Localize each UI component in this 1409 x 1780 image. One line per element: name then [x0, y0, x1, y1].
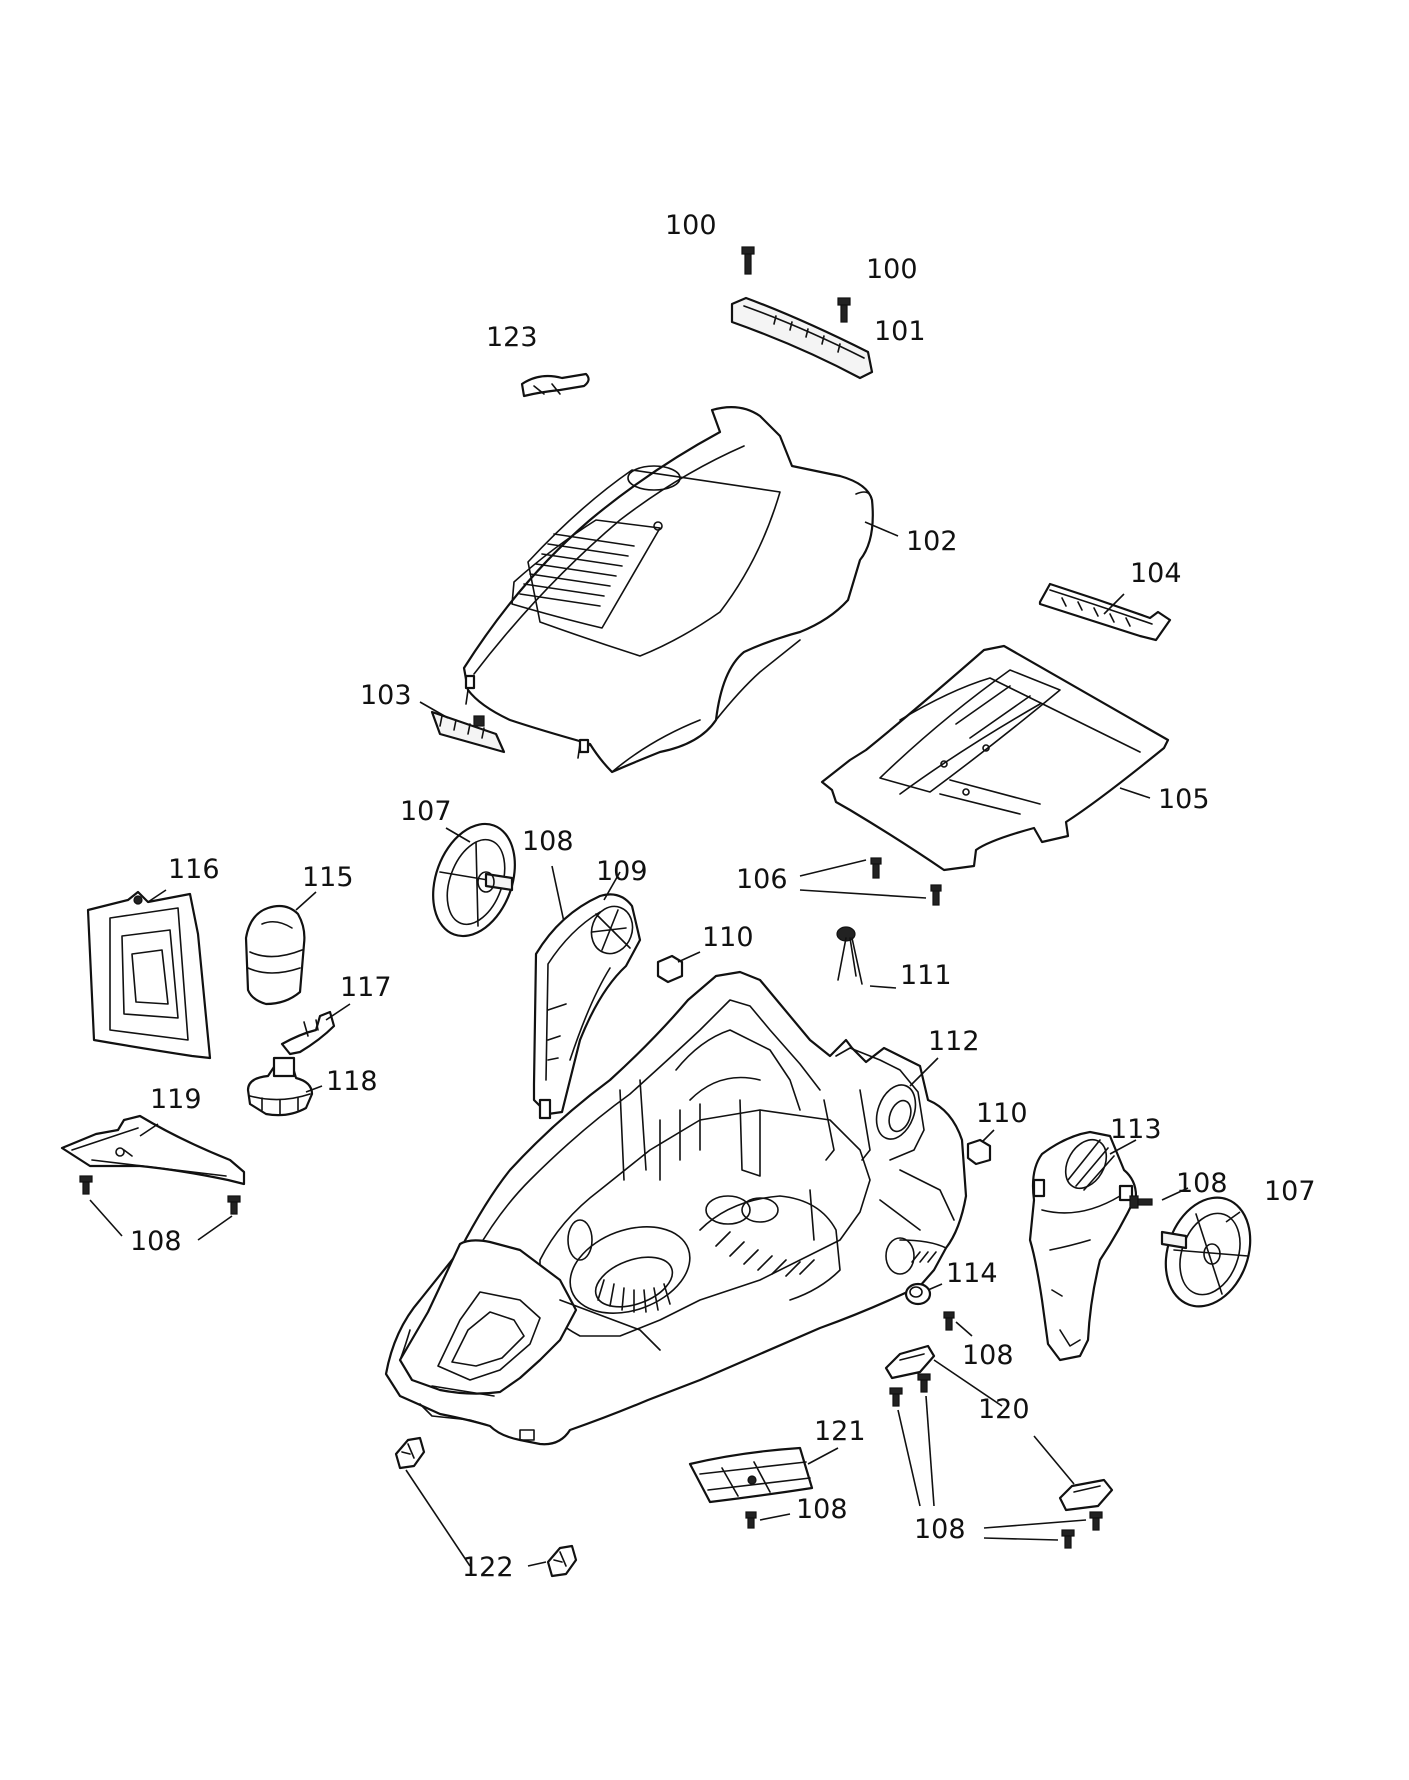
- label-108-center: 108: [796, 1494, 848, 1525]
- label-116: 116: [168, 854, 220, 885]
- part-122-clip-lower: [546, 1544, 578, 1578]
- screw-108-f: [889, 1387, 903, 1407]
- part-109-side-cover-left: [532, 893, 642, 1120]
- label-103: 103: [360, 680, 412, 711]
- label-107-left: 107: [400, 796, 452, 827]
- label-108-left-lower: 108: [130, 1226, 182, 1257]
- screw-106-upper: [870, 857, 882, 879]
- label-119: 119: [150, 1084, 202, 1115]
- part-121-plate: [688, 1446, 814, 1504]
- part-114-bushing: [904, 1282, 932, 1306]
- label-108-bottom-right: 108: [914, 1514, 966, 1545]
- part-103-clip: [430, 710, 506, 754]
- label-122: 122: [462, 1552, 514, 1583]
- label-108-center-right: 108: [962, 1340, 1014, 1371]
- screw-108-e: [943, 1311, 955, 1331]
- label-110-left: 110: [702, 922, 754, 953]
- label-115: 115: [302, 862, 354, 893]
- label-108-upper: 108: [522, 826, 574, 857]
- screw-108-j: [745, 1511, 757, 1529]
- label-114: 114: [946, 1258, 998, 1289]
- label-100-left: 100: [665, 210, 717, 241]
- screw-108-b: [79, 1175, 93, 1195]
- screw-108-d: [1129, 1195, 1153, 1209]
- screw-108-i: [1061, 1529, 1075, 1549]
- part-122-clip-upper: [394, 1436, 426, 1470]
- part-102-top-cover: [462, 405, 874, 774]
- part-110-nut-right: [966, 1138, 992, 1166]
- label-101: 101: [874, 316, 926, 347]
- part-119-plate: [60, 1114, 246, 1186]
- part-107-wheel-right: [1160, 1196, 1252, 1308]
- screw-108-h: [1089, 1511, 1103, 1531]
- part-120-bracket-lower: [1058, 1478, 1114, 1512]
- label-123: 123: [486, 322, 538, 353]
- part-101-handle-grip: [730, 296, 874, 380]
- part-120-bracket-upper: [884, 1344, 936, 1380]
- label-120: 120: [978, 1394, 1030, 1425]
- screw-100-left: [741, 246, 755, 275]
- label-112: 112: [928, 1026, 980, 1057]
- label-107-right: 107: [1264, 1176, 1316, 1207]
- label-104: 104: [1130, 558, 1182, 589]
- label-100-right: 100: [866, 254, 918, 285]
- label-109: 109: [596, 856, 648, 887]
- label-110-right: 110: [976, 1098, 1028, 1129]
- screw-108-c: [227, 1195, 241, 1215]
- screw-100-right: [837, 297, 851, 323]
- screw-108-g: [917, 1373, 931, 1393]
- part-117-lever: [280, 1010, 336, 1056]
- label-113: 113: [1110, 1114, 1162, 1145]
- part-116-rear-flap: [86, 890, 212, 1060]
- label-102: 102: [906, 526, 958, 557]
- part-110-nut-left: [656, 954, 684, 984]
- part-107-wheel-left: [432, 822, 516, 938]
- part-113-side-cover-right: [1028, 1130, 1138, 1362]
- part-111-cable-tie: [836, 926, 863, 985]
- label-106: 106: [736, 864, 788, 895]
- label-111: 111: [900, 960, 952, 991]
- part-118-switch-base: [246, 1056, 314, 1117]
- label-105: 105: [1158, 784, 1210, 815]
- part-112-mower-deck: [384, 970, 968, 1446]
- screw-106-lower: [930, 884, 942, 906]
- label-121: 121: [814, 1416, 866, 1447]
- label-108-right: 108: [1176, 1168, 1228, 1199]
- label-118: 118: [326, 1066, 378, 1097]
- label-117: 117: [340, 972, 392, 1003]
- part-115-switch-box: [244, 904, 306, 1006]
- part-123-cable-clip: [520, 372, 590, 398]
- part-105-deck-plate: [820, 644, 1170, 872]
